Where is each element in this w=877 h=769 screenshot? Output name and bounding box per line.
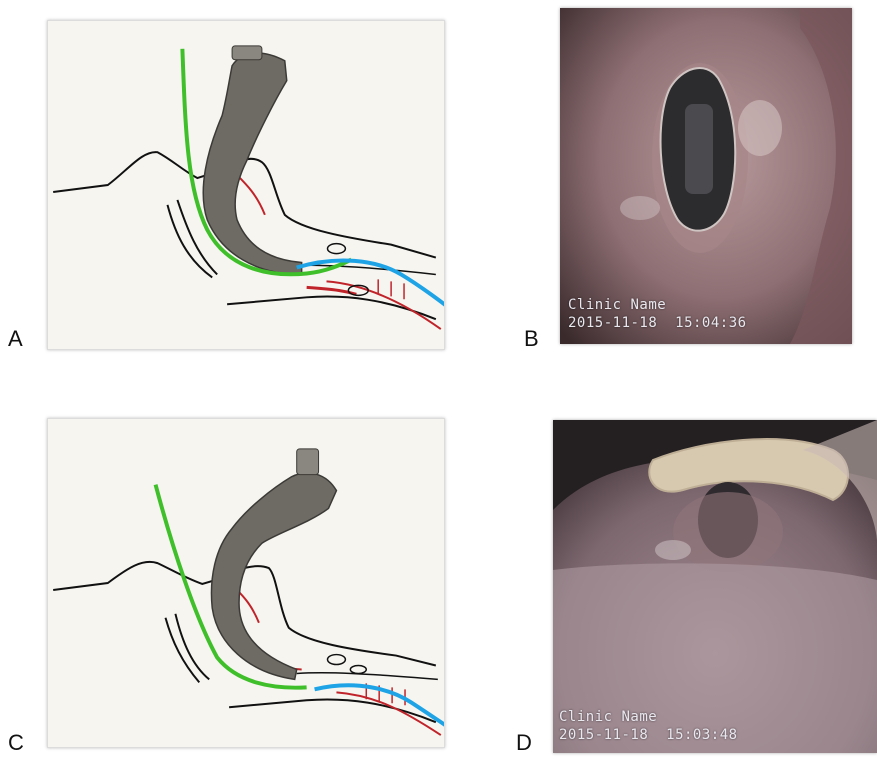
panel-a-label: A (8, 326, 23, 352)
panel-b-timestamp: 2015-11-18 15:04:36 (568, 314, 747, 332)
panel-b-clinic-name: Clinic Name (568, 296, 747, 314)
panel-d-overlay: Clinic Name 2015-11-18 15:03:48 (559, 708, 738, 744)
panel-d-clinic-name: Clinic Name (559, 708, 738, 726)
panel-d-label: D (516, 730, 532, 756)
panel-b-endoscope-image (560, 8, 852, 344)
panel-d-endoscope-image (553, 420, 877, 753)
panel-c-label: C (8, 730, 24, 756)
panel-b-label: B (524, 326, 539, 352)
panel-c-drawing (48, 419, 444, 747)
panel-d-photo: Clinic Name 2015-11-18 15:03:48 (553, 420, 877, 753)
panel-c-illustration (47, 418, 445, 748)
panel-a-illustration (47, 20, 445, 350)
panel-d-timestamp: 2015-11-18 15:03:48 (559, 726, 738, 744)
panel-b-photo: Clinic Name 2015-11-18 15:04:36 (560, 8, 852, 344)
panel-b-overlay: Clinic Name 2015-11-18 15:04:36 (568, 296, 747, 332)
panel-a-drawing (48, 21, 444, 349)
